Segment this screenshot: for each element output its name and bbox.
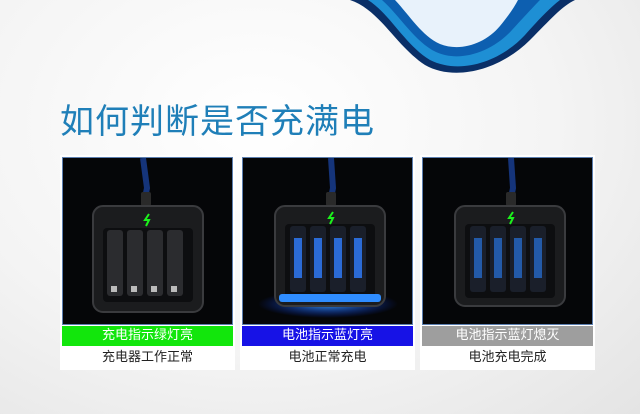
description-label: 充电器工作正常 <box>101 350 193 365</box>
blue-swoosh-decoration <box>350 0 575 73</box>
description-label: 电池正常充电 <box>288 350 367 365</box>
charger-photo-charging <box>242 157 413 325</box>
page-title: 如何判断是否充满电 <box>60 102 375 142</box>
status-label: 充电指示绿灯亮 <box>62 326 233 346</box>
panel-battery-charging: 电池指示蓝灯亮 电池正常充电 <box>240 155 415 370</box>
charging-status-panels: 充电指示绿灯亮 充电器工作正常 <box>60 155 595 370</box>
status-label: 电池指示蓝灯熄灭 <box>422 326 593 346</box>
status-label: 电池指示蓝灯亮 <box>242 326 413 346</box>
description-label: 电池充电完成 <box>468 350 547 365</box>
panel-charger-ok: 充电指示绿灯亮 充电器工作正常 <box>60 155 235 370</box>
charger-photo-complete <box>422 157 593 325</box>
charger-photo-empty <box>62 157 233 325</box>
panel-charge-complete: 电池指示蓝灯熄灭 电池充电完成 <box>420 155 595 370</box>
